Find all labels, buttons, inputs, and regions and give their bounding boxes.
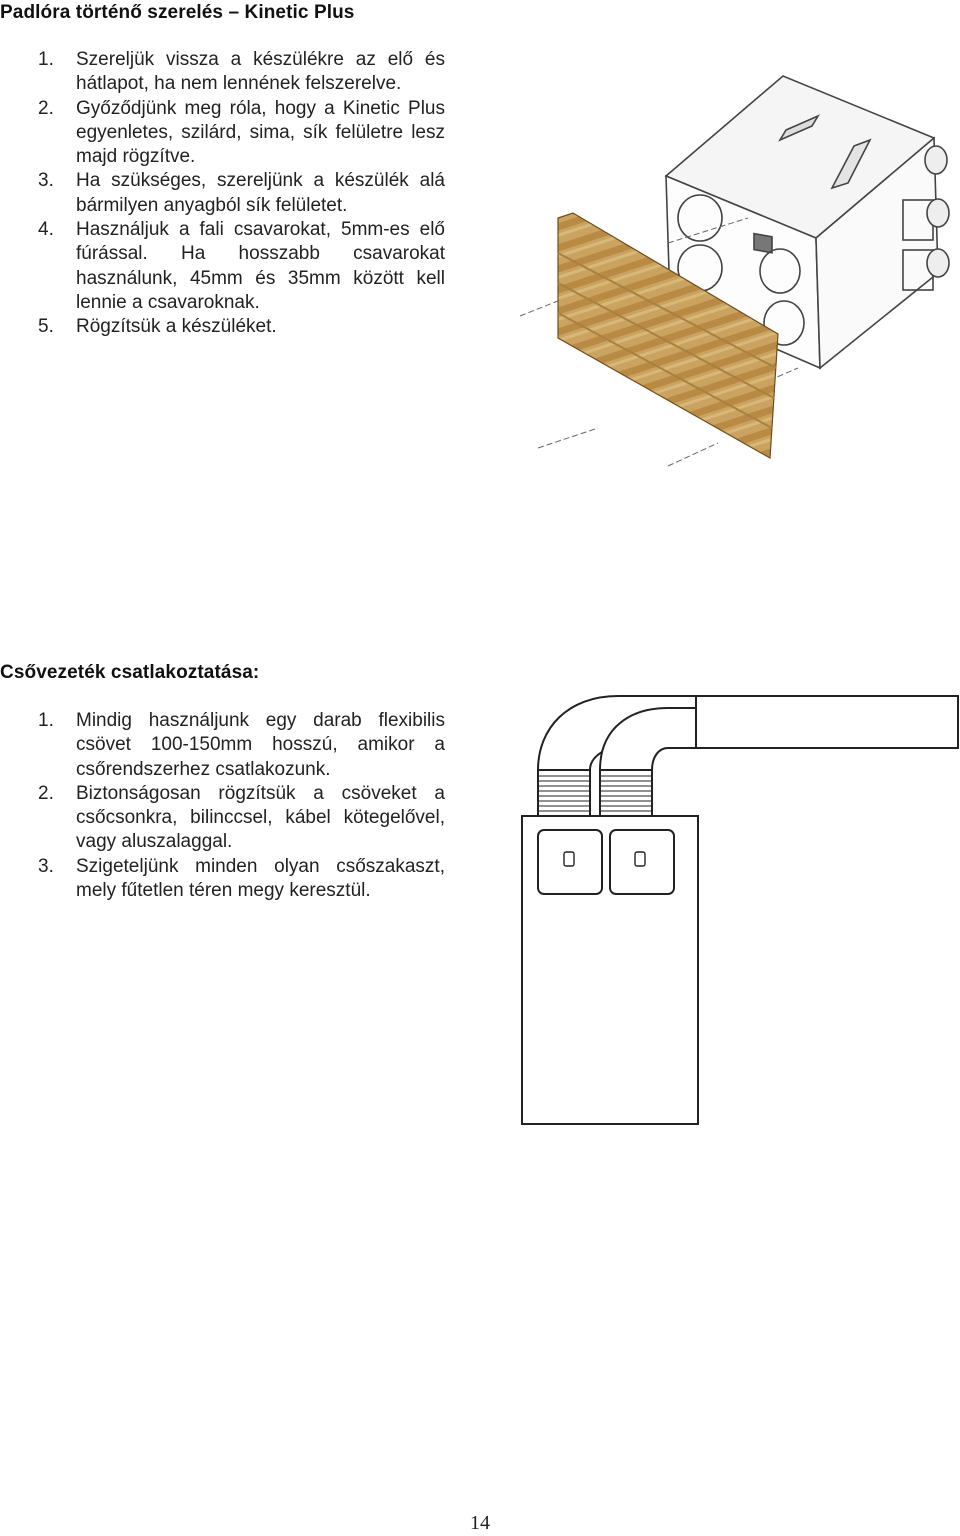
step-text: Győződjünk meg róla, hogy a Kinetic Plus… bbox=[76, 97, 445, 168]
floor-mounting-steps: 1. Szereljük vissza a készülékre az elő é… bbox=[0, 48, 445, 340]
list-item: 2. Biztonságosan rögzítsük a csöveket a c… bbox=[0, 782, 445, 855]
step-number: 1. bbox=[38, 49, 54, 70]
section-title-floor-mounting: Padlóra történő szerelés – Kinetic Plus bbox=[0, 2, 355, 23]
duct-connection-illustration bbox=[521, 695, 959, 1125]
wall-mounting-illustration bbox=[519, 75, 950, 467]
list-item: 1. Mindig használjunk egy darab flexibili… bbox=[0, 709, 445, 782]
step-text: Szereljük vissza a készülékre az elő és … bbox=[76, 49, 445, 95]
page-number: 14 bbox=[470, 1512, 490, 1534]
duct-connection-steps: 1. Mindig használjunk egy darab flexibili… bbox=[0, 709, 445, 903]
step-text: Ha szükséges, szereljünk a készülék alá … bbox=[76, 170, 445, 216]
list-item: 2. Győződjünk meg róla, hogy a Kinetic Pl… bbox=[0, 97, 445, 170]
duct-pipe bbox=[695, 695, 959, 749]
step-number: 2. bbox=[38, 782, 54, 804]
step-number: 4. bbox=[38, 219, 54, 241]
flexible-hose-right bbox=[599, 769, 653, 817]
list-item: 3. Ha szükséges, szereljünk a készülék al… bbox=[0, 169, 445, 218]
step-number: 2. bbox=[38, 97, 54, 119]
step-text: Használjuk a fali csavarokat, 5mm-es elő… bbox=[76, 219, 445, 313]
list-item: 1. Szereljük vissza a készülékre az elő é… bbox=[0, 48, 445, 97]
list-item: 3. Szigeteljünk minden olyan csőszakaszt,… bbox=[0, 855, 445, 904]
step-text: Biztonságosan rögzítsük a csöveket a cső… bbox=[76, 782, 445, 853]
ventilation-unit-drawing bbox=[664, 75, 950, 370]
step-text: Rögzítsük a készüléket. bbox=[76, 316, 277, 338]
wooden-board-drawing bbox=[557, 212, 779, 459]
step-text: Szigeteljünk minden olyan csőszakaszt, m… bbox=[76, 855, 445, 902]
step-text: Mindig használjunk egy darab flexibilis … bbox=[76, 710, 445, 780]
list-item: 5. Rögzítsük a készüléket. bbox=[0, 315, 445, 339]
list-item: 4. Használjuk a fali csavarokat, 5mm-es e… bbox=[0, 218, 445, 315]
step-number: 5. bbox=[38, 316, 54, 338]
section-title-duct-connection: Csővezeték csatlakoztatása: bbox=[0, 662, 260, 683]
flexible-hose-left bbox=[537, 769, 591, 817]
step-number: 3. bbox=[38, 855, 54, 877]
step-number: 1. bbox=[38, 710, 54, 731]
duct-elbow-right bbox=[598, 707, 697, 771]
step-number: 3. bbox=[38, 170, 54, 192]
